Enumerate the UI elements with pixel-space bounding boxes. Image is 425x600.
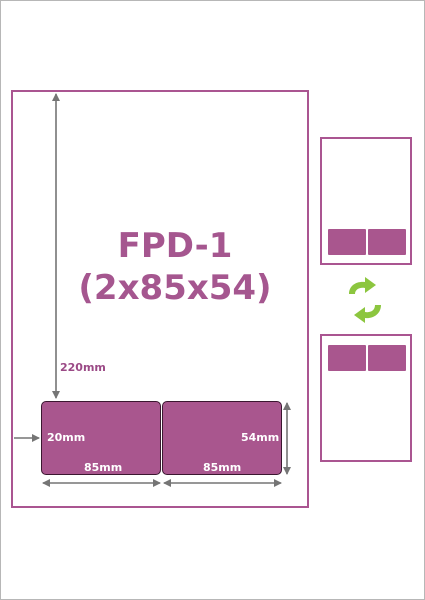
card2-width-label: 85mm [203,461,242,474]
layout-option-cards-bottom[interactable] [320,137,412,265]
card1-width-label: 85mm [84,461,123,474]
card-right [162,401,282,475]
mini-card-left [328,345,366,371]
product-title: FPD-1 (2x85x54) [60,225,290,309]
card-height-label: 54mm [241,431,280,444]
product-title-format: (2x85x54) [78,268,272,308]
mini-card-left [328,229,366,255]
card-left [41,401,161,475]
swap-arrows-icon[interactable] [343,276,387,324]
sheet-height-label: 220mm [60,361,106,374]
mini-card-right [368,345,406,371]
product-title-code: FPD-1 [117,226,233,266]
layout-option-cards-top[interactable] [320,334,412,462]
margin-label: 20mm [47,431,86,444]
mini-card-right [368,229,406,255]
